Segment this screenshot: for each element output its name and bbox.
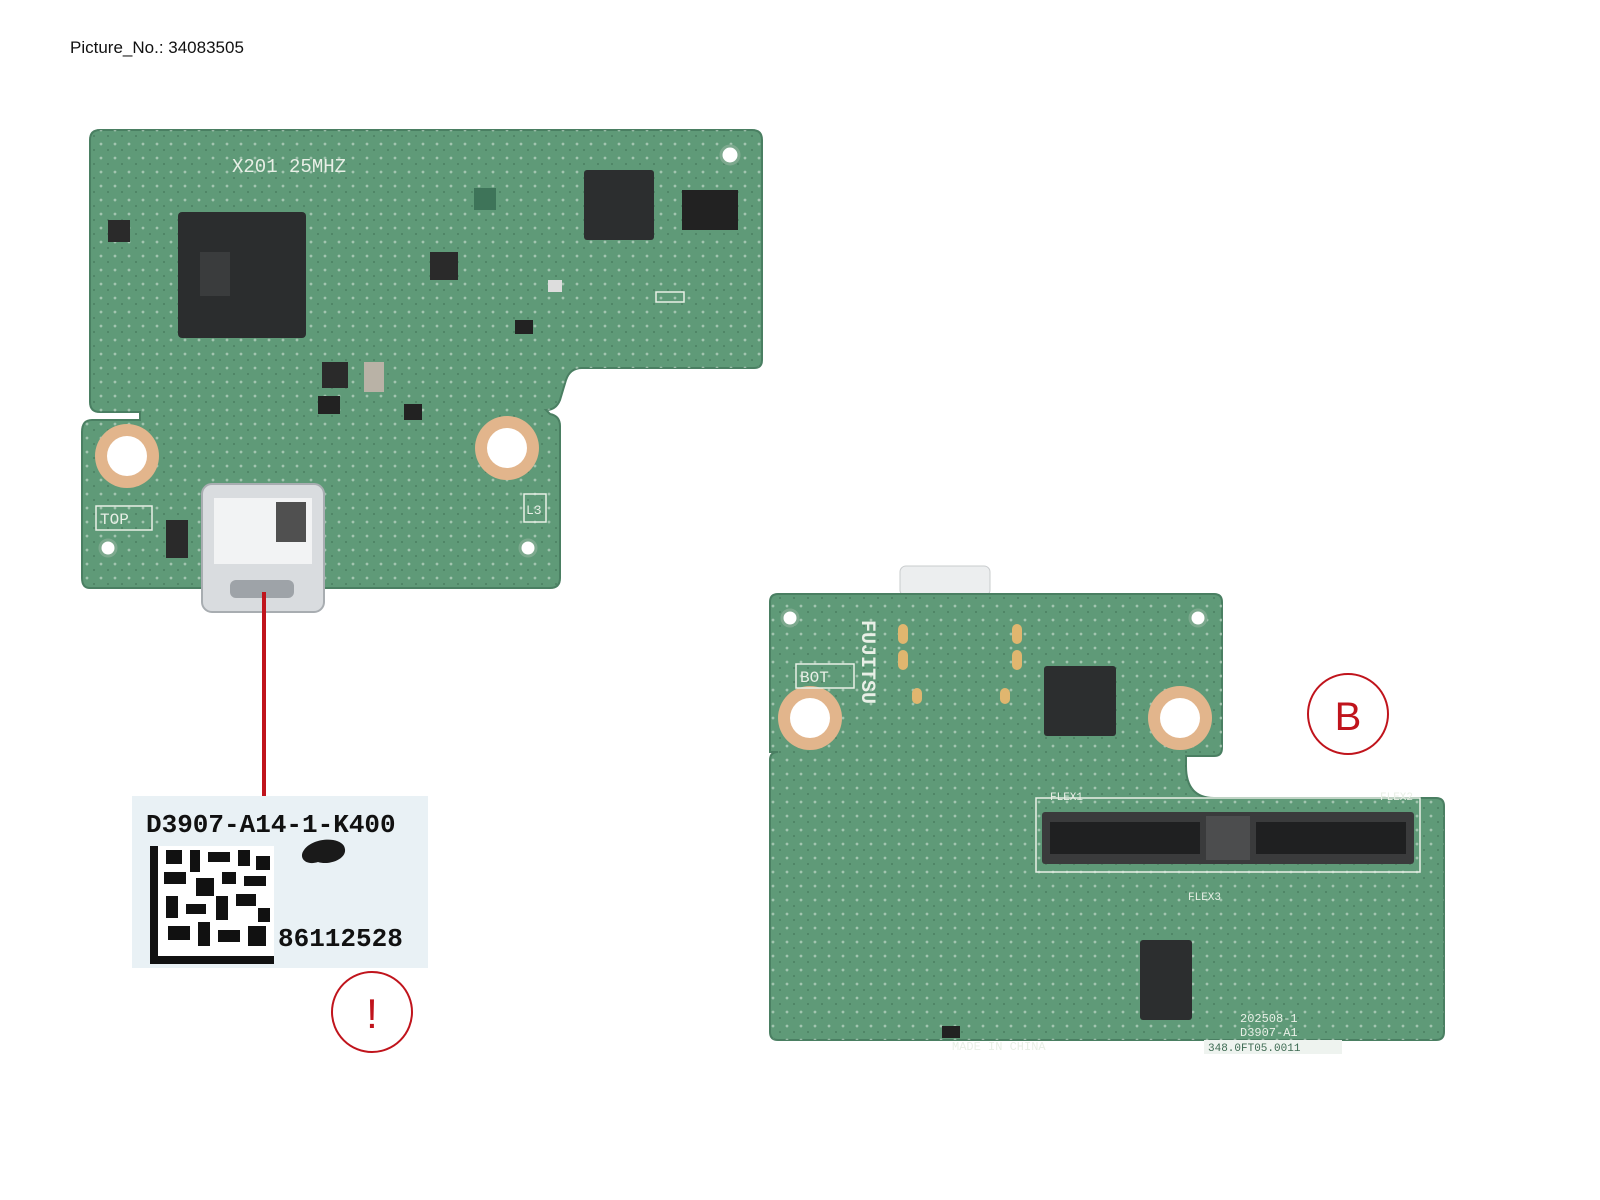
- usb-c-connector: [201, 483, 325, 613]
- fujitsu-logo-silkscreen: FUJITSU: [855, 620, 878, 704]
- crystal-silkscreen: X201 25MHZ: [232, 156, 346, 178]
- bot-silkscreen: BOT: [800, 669, 829, 687]
- layer-silkscreen: L3: [526, 503, 542, 518]
- flex2-silkscreen: FLEX2: [1380, 792, 1413, 804]
- pcb-bottom-side: BOT FUJITSU FLEX1 FLEX2 FLEX3 MADE IN CH…: [769, 565, 1445, 1055]
- serial-sticker-text: 348.0FT05.0011: [1208, 1043, 1301, 1055]
- label-serial-number: 86112528: [278, 924, 403, 954]
- data-matrix-code: [150, 846, 274, 964]
- flex3-silkscreen: FLEX3: [1188, 892, 1221, 904]
- part-label: D3907-A14-1-K400 86112528: [132, 796, 428, 968]
- exclamation-marker: !: [331, 971, 413, 1053]
- made-in-silkscreen: MADE IN CHINA: [952, 1040, 1046, 1054]
- picture-number-caption: Picture_No.: 34083505: [70, 38, 244, 57]
- exclamation-text: !: [366, 990, 378, 1037]
- b-marker-text: B: [1335, 695, 1362, 739]
- label-part-number: D3907-A14-1-K400: [146, 810, 396, 840]
- flex1-silkscreen: FLEX1: [1050, 792, 1083, 804]
- b-marker: B: [1307, 673, 1389, 755]
- ink-mark: [301, 839, 346, 864]
- date-code-silkscreen: 202508-1: [1240, 1012, 1298, 1026]
- top-silkscreen: TOP: [100, 511, 129, 529]
- pcb-top-side: X201 25MHZ TOP L3: [81, 129, 763, 613]
- board-to-board-connector: [1042, 812, 1414, 864]
- part-number-silkscreen: D3907-A1: [1240, 1026, 1298, 1040]
